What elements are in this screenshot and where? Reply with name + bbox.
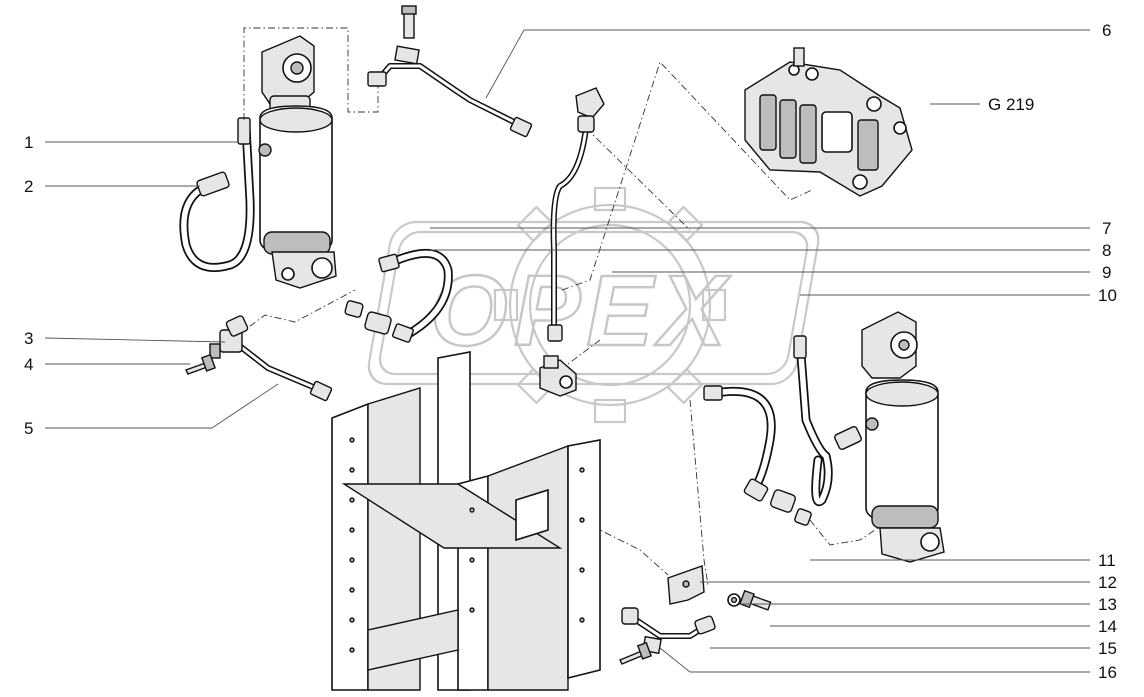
bolt-top [401,5,417,39]
hydraulic-cylinder-right [861,311,945,563]
hydraulic-cylinder-left [258,35,337,289]
callout-1: 1 [24,133,33,152]
pipe-6 [367,45,533,138]
tee-fitting [539,355,577,397]
callout-9: 9 [1102,263,1111,282]
callout-7: 7 [1102,219,1111,238]
watermark-text: OPEX [430,255,732,367]
callout-11: 11 [1098,551,1116,570]
bolt-4 [185,353,216,375]
callout-16: 16 [1098,663,1117,682]
pipe-5 [209,315,333,402]
callout-15: 15 [1098,639,1117,658]
pipe-7 [547,87,605,342]
callout-labels: 1 2 3 4 5 6 G 219 7 8 9 10 11 12 13 14 1… [24,21,1117,682]
watermark-frame [367,220,820,386]
callout-4: 4 [24,355,33,374]
callout-5: 5 [24,419,33,438]
callout-14: 14 [1098,617,1117,636]
callout-8: 8 [1102,241,1111,260]
watermark-frame-inner [378,230,809,376]
hose-2 [179,117,255,272]
control-valve-block [744,47,913,197]
bolt-16 [619,641,652,665]
bolt-14 [739,589,772,611]
adapter-fitting [344,300,392,335]
adapter-right [770,489,812,526]
mast-frame [331,351,601,691]
callout-6: 6 [1102,21,1111,40]
callout-g219: G 219 [988,95,1034,114]
pipe-15 [621,607,716,655]
callout-13: 13 [1098,595,1117,614]
callout-2: 2 [24,177,33,196]
callout-3: 3 [24,329,33,348]
hose-11 [703,385,776,502]
leader-lines [44,29,1090,673]
callout-10: 10 [1098,286,1117,305]
bracket-12 [667,565,705,605]
washer-13 [727,593,741,607]
callout-12: 12 [1098,573,1117,592]
hose-right-long [793,335,862,507]
hose-8 [378,248,453,343]
